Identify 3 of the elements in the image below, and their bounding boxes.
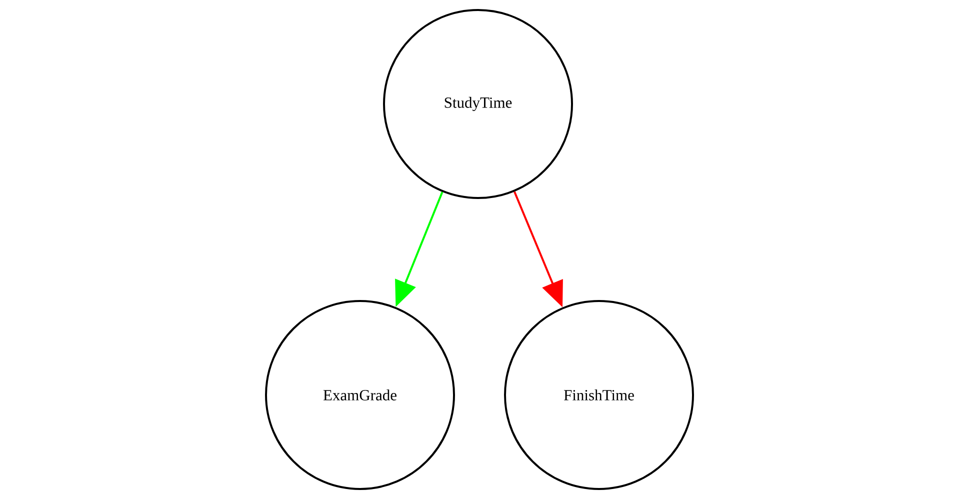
circle-node: ExamGrade xyxy=(265,300,455,490)
circle-node: StudyTime xyxy=(383,9,573,199)
circle-node: FinishTime xyxy=(504,300,694,490)
